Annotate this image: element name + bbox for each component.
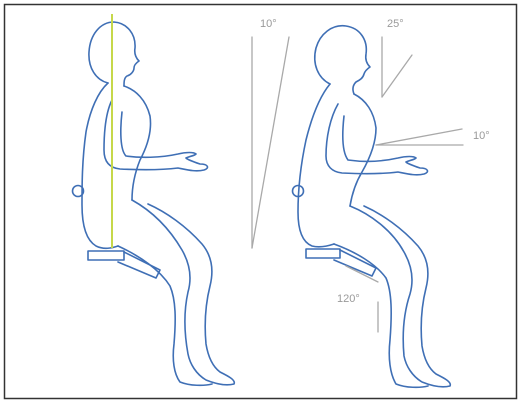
forearm-angle-line-tilted bbox=[376, 129, 462, 145]
seat-right bbox=[306, 249, 340, 258]
head-angle-label: 25° bbox=[387, 18, 404, 30]
head-angle-line-tilted bbox=[382, 55, 412, 97]
backrest-angle-label: 10° bbox=[260, 18, 277, 30]
shin-left bbox=[118, 246, 212, 385]
arm-left bbox=[104, 100, 207, 171]
chest-left bbox=[124, 86, 151, 200]
figure-upright bbox=[73, 14, 235, 385]
seat-left bbox=[88, 251, 124, 260]
backrest-angle-indicator: 10° bbox=[252, 18, 289, 248]
forearm-angle-label: 10° bbox=[473, 130, 490, 142]
backrest-angle-line-tilted bbox=[252, 37, 289, 248]
forearm-angle-indicator: 10° bbox=[376, 129, 490, 145]
arm-right bbox=[326, 104, 427, 175]
head-right bbox=[315, 26, 370, 94]
knee-angle-label: 120° bbox=[337, 293, 360, 305]
head-angle-indicator: 25° bbox=[382, 18, 412, 97]
figure-reclined bbox=[293, 26, 451, 388]
head-left bbox=[89, 22, 139, 86]
chest-right bbox=[350, 94, 376, 206]
leg-right bbox=[350, 206, 450, 387]
leg-left bbox=[132, 200, 234, 385]
